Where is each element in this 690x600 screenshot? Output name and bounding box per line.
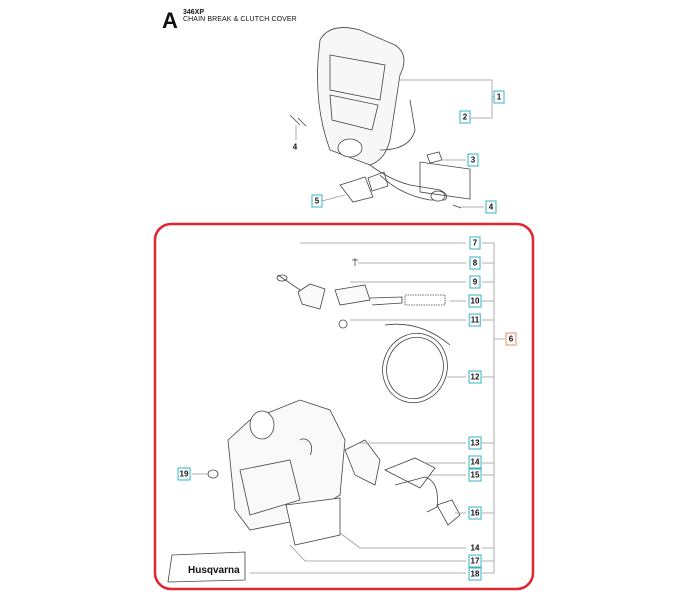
part-label-3[interactable]: 3 xyxy=(467,153,479,167)
part-label-9[interactable]: 9 xyxy=(469,275,481,289)
part-label-19[interactable]: 19 xyxy=(177,467,191,481)
part-label-2[interactable]: 2 xyxy=(459,110,471,124)
part-label-13[interactable]: 13 xyxy=(468,436,482,450)
decal-part xyxy=(419,161,471,200)
part-label-11[interactable]: 11 xyxy=(468,313,482,327)
clutch-cover xyxy=(227,399,346,531)
part-label-12[interactable]: 12 xyxy=(468,370,482,384)
part-label-17[interactable]: 17 xyxy=(468,554,482,568)
spacer-part xyxy=(339,176,374,203)
part-label-7[interactable]: 7 xyxy=(469,236,481,250)
part-label-5[interactable]: 5 xyxy=(311,194,323,208)
chain-brake-handle xyxy=(317,27,448,202)
part-label-10[interactable]: 10 xyxy=(468,294,482,308)
part-label-15[interactable]: 15 xyxy=(468,468,482,482)
part-label-1[interactable]: 1 xyxy=(493,90,505,104)
husqvarna-logo: Husqvarna xyxy=(188,565,240,576)
part-label-8[interactable]: 8 xyxy=(469,256,481,270)
cover-plate xyxy=(285,497,341,546)
part-label-16[interactable]: 16 xyxy=(468,506,482,520)
bushing-part xyxy=(426,151,443,164)
highlight-frame xyxy=(153,222,535,591)
part-label-14[interactable]: 14 xyxy=(468,455,482,469)
husqvarna-decal xyxy=(167,551,246,583)
part-label-18[interactable]: 18 xyxy=(468,567,482,581)
part-label-4-plain: 4 xyxy=(290,141,300,153)
section-letter: A xyxy=(162,8,178,33)
group-label-6[interactable]: 6 xyxy=(505,332,517,346)
part-label-4[interactable]: 4 xyxy=(485,200,497,214)
brake-band xyxy=(382,332,448,404)
model-name: 346XP xyxy=(183,9,205,16)
diagram-title: CHAIN BREAK & CLUTCH COVER xyxy=(183,16,297,23)
part-label-14-plain: 14 xyxy=(469,542,481,554)
